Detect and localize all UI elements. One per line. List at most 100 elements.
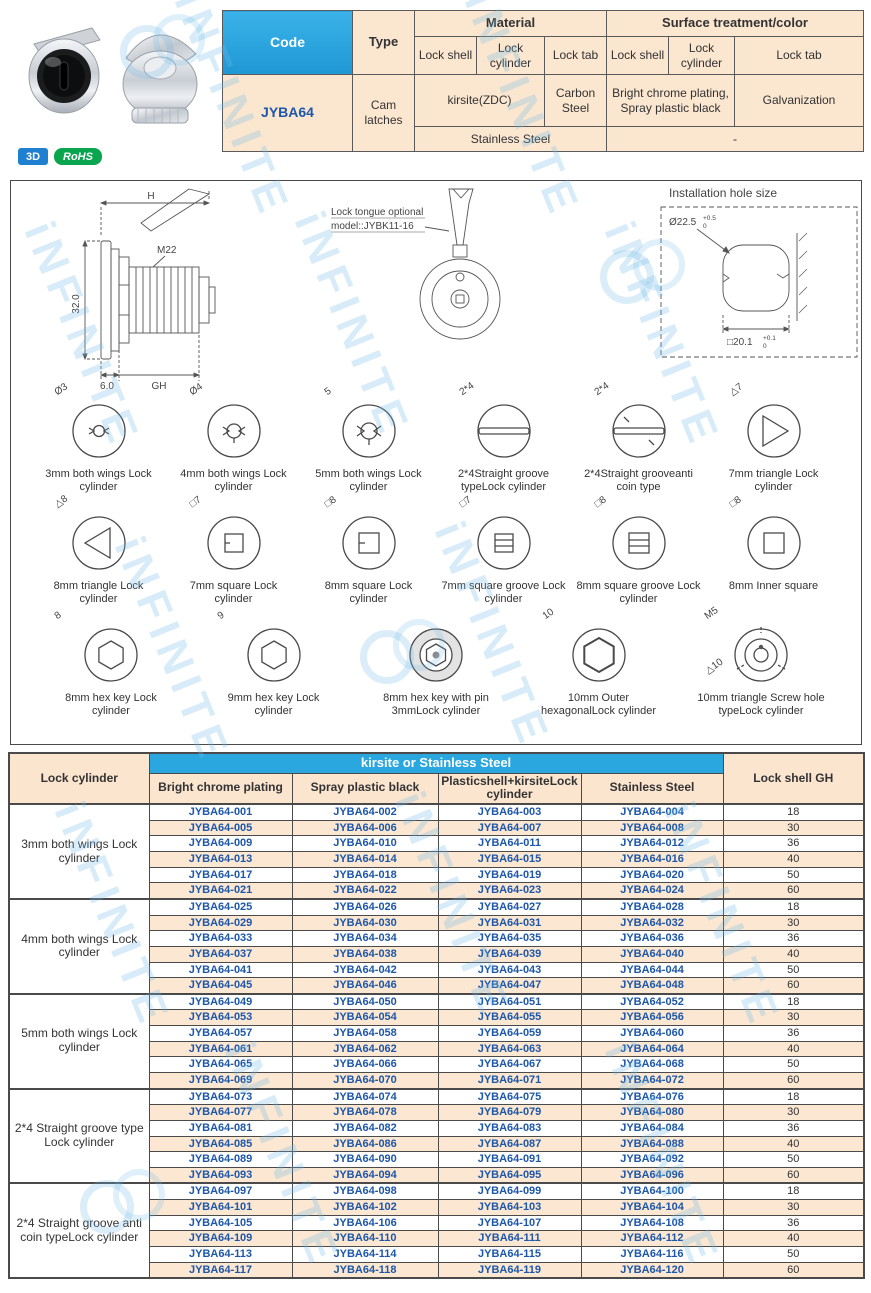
part-code: JYBA64-016: [580, 851, 724, 868]
gh-value: 50: [722, 866, 865, 884]
part-code: JYBA64-035: [437, 930, 582, 947]
codes-table: Lock cylinder kirsite or Stainless Steel…: [8, 752, 866, 1280]
part-code: JYBA64-107: [437, 1214, 582, 1232]
cylinder-caption: 8mm square groove Lock cylinder: [576, 580, 701, 606]
cylinder-dim-label: □8: [592, 494, 609, 510]
part-code: JYBA64-087: [437, 1135, 582, 1153]
part-code: JYBA64-086: [291, 1135, 439, 1153]
part-code: JYBA64-106: [291, 1214, 439, 1232]
part-code: JYBA64-114: [291, 1246, 439, 1263]
part-code: JYBA64-093: [148, 1166, 293, 1184]
badge-3d: 3D: [18, 148, 48, 165]
cylinder-caption: 4mm both wings Lock cylinder: [180, 468, 287, 494]
part-code: JYBA64-024: [580, 882, 724, 900]
part-code: JYBA64-054: [291, 1009, 439, 1027]
lock-photo-left: [28, 27, 101, 114]
part-code: JYBA64-027: [437, 897, 582, 916]
cylinder-caption: 8mm hex key Lock cylinder: [65, 692, 157, 718]
dim-m22: M22: [157, 245, 177, 256]
part-code: JYBA64-080: [580, 1104, 724, 1121]
gh-value: 30: [722, 914, 865, 932]
cylinder-dim-label: M5: [702, 605, 721, 622]
part-code: JYBA64-031: [437, 914, 582, 932]
gh-value: 18: [722, 897, 865, 916]
part-code: JYBA64-064: [580, 1040, 724, 1058]
part-code: JYBA64-002: [291, 803, 439, 821]
gh-value: 40: [722, 851, 865, 868]
spec-header-surface: Surface treatment/color: [606, 10, 864, 37]
cylinder-dim-label: 8: [52, 609, 64, 622]
part-code: JYBA64-033: [148, 930, 293, 947]
part-code: JYBA64-058: [291, 1025, 439, 1042]
part-code: JYBA64-115: [437, 1246, 582, 1263]
product-photo-box: 3D RoHS: [8, 8, 218, 170]
spec-surface-row2: -: [606, 126, 864, 152]
tri2-cylinder-icon: [71, 516, 126, 570]
part-code: JYBA64-090: [291, 1151, 439, 1168]
part-code: JYBA64-038: [291, 945, 439, 963]
gh-value: 36: [722, 835, 865, 853]
codes-subheader-spray-black: Spray plastic black: [291, 772, 439, 805]
cylinder-caption: 9mm hex key Lock cylinder: [227, 692, 320, 718]
part-code: JYBA64-005: [148, 819, 293, 837]
spec-material-tab: Carbon Steel: [544, 74, 607, 127]
part-code: JYBA64-037: [148, 945, 293, 963]
gh-value: 40: [722, 945, 865, 963]
part-code: JYBA64-102: [291, 1199, 439, 1216]
spec-header-type: Type: [352, 10, 415, 75]
part-code: JYBA64-061: [148, 1040, 293, 1058]
gh-value: 50: [722, 1056, 865, 1073]
cylinder-caption: 7mm triangle Lock cylinder: [728, 468, 819, 494]
part-code: JYBA64-021: [148, 882, 293, 900]
cylinder-caption: 7mm square Lock cylinder: [189, 580, 278, 606]
cylinder-caption: 8mm square Lock cylinder: [324, 580, 413, 606]
part-code: JYBA64-041: [148, 961, 293, 979]
part-code: JYBA64-048: [580, 977, 724, 995]
gh-value: 18: [722, 1182, 865, 1201]
outerhex-cylinder-icon: [571, 628, 626, 682]
sqg-cylinder-icon: [476, 516, 531, 570]
part-code: JYBA64-082: [291, 1119, 439, 1137]
sqn-cylinder-icon: [206, 516, 261, 570]
cylinder-dim-label: □8: [322, 494, 339, 510]
dim-h: H: [147, 191, 154, 202]
part-code: JYBA64-026: [291, 897, 439, 916]
cylinder-dim-label: □8: [727, 494, 744, 510]
part-code: JYBA64-110: [291, 1230, 439, 1248]
part-code: JYBA64-112: [580, 1230, 724, 1248]
gh-value: 40: [722, 1135, 865, 1153]
dim-gh: GH: [152, 381, 167, 392]
part-code: JYBA64-059: [437, 1025, 582, 1042]
part-code: JYBA64-071: [437, 1071, 582, 1090]
part-code: JYBA64-094: [291, 1166, 439, 1184]
cylinder-caption: 8mm triangle Lock cylinder: [53, 580, 144, 606]
gh-value: 18: [722, 803, 865, 821]
part-code: JYBA64-052: [580, 992, 724, 1011]
codes-row: 2*4 Straight groove anti coin typeLock c…: [8, 1182, 865, 1279]
part-code: JYBA64-081: [148, 1119, 293, 1137]
part-code: JYBA64-025: [148, 897, 293, 916]
codes-header-group-title: kirsite or Stainless Steel: [148, 752, 724, 774]
wings4-cylinder-icon: [206, 404, 261, 458]
cylinder-caption: 3mm both wings Lock cylinder: [45, 468, 152, 494]
gh-value: 60: [722, 1166, 865, 1184]
